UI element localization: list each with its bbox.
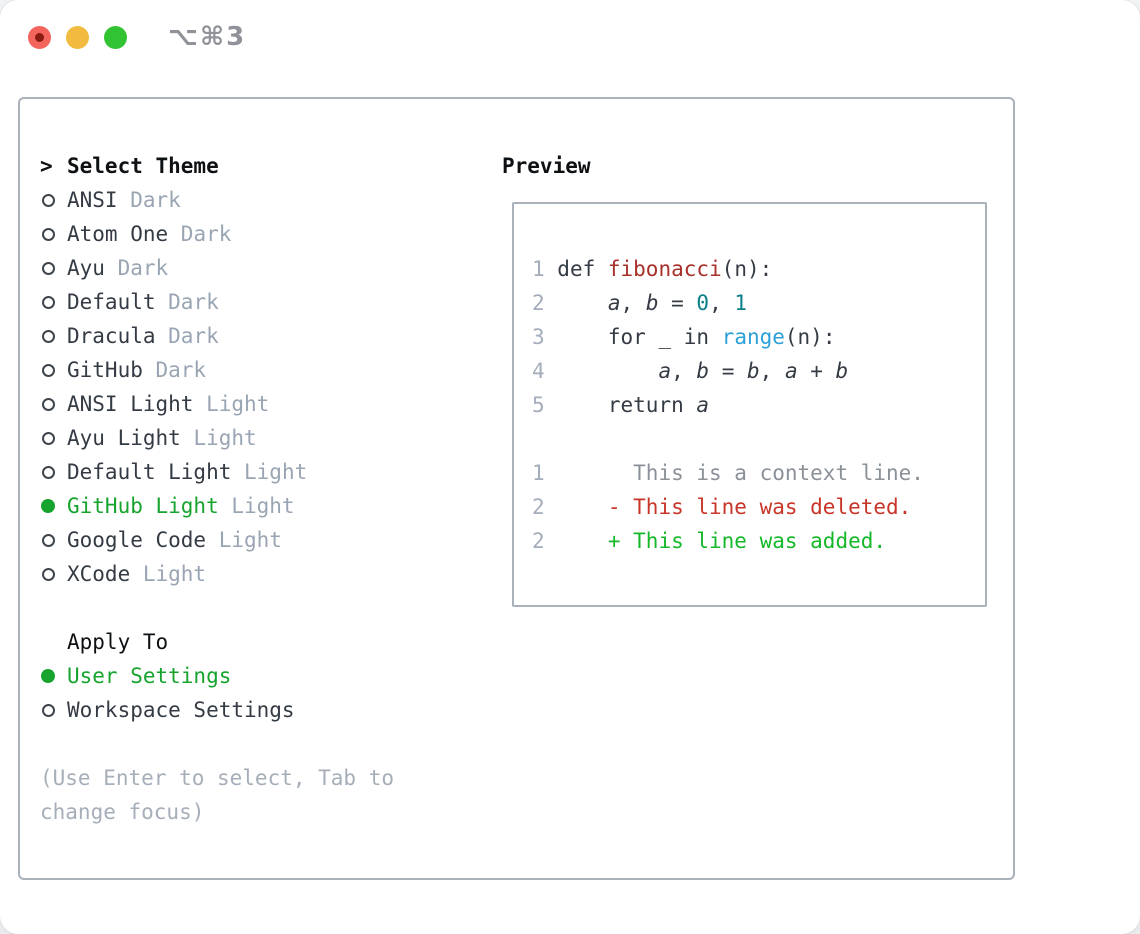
theme-variant: Dark xyxy=(168,324,219,348)
theme-variant: Dark xyxy=(130,188,181,212)
preview-line: 1 This is a context line. xyxy=(532,461,924,485)
theme-option[interactable]: Ayu Dark xyxy=(40,251,394,285)
theme-variant: Dark xyxy=(155,358,207,382)
spacer-row xyxy=(40,727,394,761)
theme-option[interactable]: Default Light Light xyxy=(40,455,394,489)
preview-line: 5 return a xyxy=(532,393,710,417)
line-number: 2 xyxy=(532,495,545,519)
close-button[interactable] xyxy=(28,26,51,49)
prompt-icon: > xyxy=(40,154,53,178)
window-titlebar: ⌥⌘3 xyxy=(0,0,1140,74)
radio-icon xyxy=(42,465,55,479)
theme-name: Ayu xyxy=(67,256,105,280)
apply-option[interactable]: User Settings xyxy=(40,659,394,693)
theme-variant: Dark xyxy=(180,222,232,246)
radio-icon xyxy=(42,703,55,717)
preview-title: Preview xyxy=(502,154,591,178)
theme-option[interactable]: XCode Light xyxy=(40,557,394,591)
apply-to-header: Apply To xyxy=(40,625,394,659)
preview-line xyxy=(532,422,924,456)
theme-variant: Light xyxy=(231,494,295,518)
theme-name: ANSI xyxy=(67,188,118,212)
theme-name: GitHub xyxy=(67,358,143,382)
radio-icon xyxy=(42,431,55,445)
line-number: 3 xyxy=(532,325,545,349)
preview-code: 1 def fibonacci(n): 2 a, b = 0, 1 3 for _ … xyxy=(532,252,924,558)
apply-option-label: User Settings xyxy=(67,664,232,688)
apply-option[interactable]: Workspace Settings xyxy=(40,693,394,727)
theme-name: Default Light xyxy=(67,460,232,484)
minimize-button[interactable] xyxy=(66,26,89,49)
radio-icon xyxy=(42,567,55,581)
theme-name: Dracula xyxy=(67,324,156,348)
theme-option[interactable]: ANSI Dark xyxy=(40,183,394,217)
preview-line: 1 def fibonacci(n): xyxy=(532,257,773,281)
select-theme-header: > Select Theme xyxy=(40,149,394,183)
preview-line: 2 - This line was deleted. xyxy=(532,495,912,519)
theme-name: Google Code xyxy=(67,528,207,552)
apply-to-title: Apply To xyxy=(67,630,169,654)
select-theme-title: Select Theme xyxy=(67,154,219,178)
theme-variant: Light xyxy=(206,392,270,416)
radio-icon xyxy=(42,261,55,275)
theme-name: Atom One xyxy=(67,222,169,246)
theme-option[interactable]: Atom One Dark xyxy=(40,217,394,251)
theme-variant: Light xyxy=(244,460,308,484)
line-number: 1 xyxy=(532,461,545,485)
theme-name: GitHub Light xyxy=(67,494,219,518)
radio-icon xyxy=(42,533,55,547)
hint-line-1: (Use Enter to select, Tab to xyxy=(40,766,395,790)
theme-name: Default xyxy=(67,290,156,314)
theme-option[interactable]: Google Code Light xyxy=(40,523,394,557)
preview-line: 2 + This line was added. xyxy=(532,529,887,553)
apply-option-label: Workspace Settings xyxy=(67,698,295,722)
theme-option[interactable]: ANSI Light Light xyxy=(40,387,394,421)
theme-name: Ayu Light xyxy=(67,426,181,450)
radio-selected-icon xyxy=(41,669,55,683)
radio-selected-icon xyxy=(41,499,55,513)
window-title-shortcut: ⌥⌘3 xyxy=(168,22,247,52)
theme-option[interactable]: Ayu Light Light xyxy=(40,421,394,455)
line-number: 2 xyxy=(532,291,545,315)
line-number: 5 xyxy=(532,393,545,417)
theme-option[interactable]: Dracula Dark xyxy=(40,319,394,353)
radio-icon xyxy=(42,227,55,241)
preview-box: 1 def fibonacci(n): 2 a, b = 0, 1 3 for _ … xyxy=(512,202,987,607)
theme-variant: Dark xyxy=(168,290,219,314)
theme-option[interactable]: Default Dark xyxy=(40,285,394,319)
theme-option[interactable]: GitHub Dark xyxy=(40,353,394,387)
line-number: 4 xyxy=(532,359,545,383)
theme-variant: Light xyxy=(193,426,257,450)
radio-icon xyxy=(42,363,55,377)
theme-variant: Light xyxy=(142,562,207,586)
spacer-row xyxy=(40,591,394,625)
traffic-lights xyxy=(28,26,127,49)
radio-icon xyxy=(42,295,55,309)
preview-line: 3 for _ in range(n): xyxy=(532,325,836,349)
theme-variant: Light xyxy=(218,528,282,552)
theme-name: XCode xyxy=(67,562,131,586)
theme-variant: Dark xyxy=(117,256,169,280)
radio-icon xyxy=(42,397,55,411)
preview-line: 4 a, b = b, a + b xyxy=(532,359,849,383)
radio-icon xyxy=(42,193,55,207)
line-number: 1 xyxy=(532,257,545,281)
line-number: 2 xyxy=(532,529,545,553)
theme-option[interactable]: GitHub Light Light xyxy=(40,489,394,523)
hint-line-2: change focus) xyxy=(40,800,205,824)
maximize-button[interactable] xyxy=(104,26,127,49)
preview-line: 2 a, b = 0, 1 xyxy=(532,291,748,315)
theme-name: ANSI Light xyxy=(67,392,194,416)
radio-icon xyxy=(42,329,55,343)
